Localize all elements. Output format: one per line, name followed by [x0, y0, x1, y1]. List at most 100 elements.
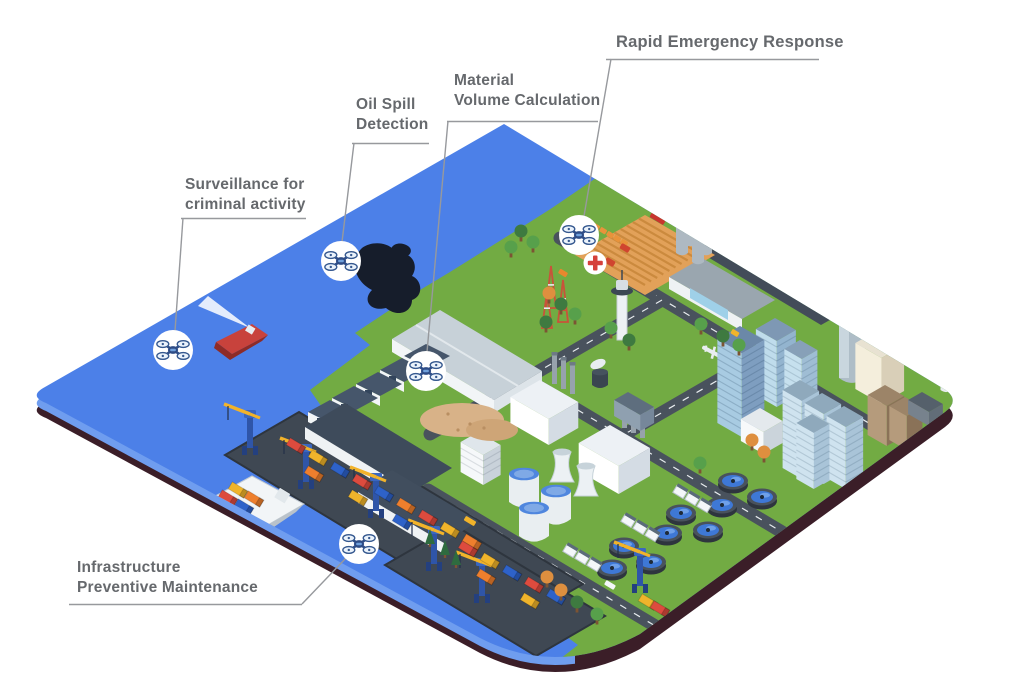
cooling-tower [549, 448, 575, 483]
label-line: Infrastructure [77, 559, 181, 576]
pine-tree [440, 540, 450, 558]
leader-line [174, 217, 184, 332]
shipping-container [227, 481, 249, 499]
airplane [702, 345, 722, 360]
vehicle [730, 329, 740, 337]
tree [554, 297, 568, 315]
drone-badge-material-volume [406, 351, 446, 391]
pump-house [644, 526, 661, 543]
treatment-tank [693, 521, 723, 543]
port-crane [407, 518, 445, 571]
ship-cabin [274, 487, 291, 504]
tree [504, 240, 518, 258]
vehicle [558, 268, 568, 278]
leader-line [426, 120, 449, 353]
tree [732, 338, 746, 356]
searchlight-beam [198, 296, 250, 328]
warehouse-low [908, 392, 943, 426]
storage-tank [509, 467, 539, 508]
label-line: Material [454, 72, 515, 89]
shipping-container [303, 465, 325, 483]
shipping-container [439, 521, 461, 539]
port-crane [349, 465, 387, 518]
drone-badge-oil-spill [321, 241, 361, 281]
treatment-tank [597, 559, 627, 581]
tree [539, 315, 553, 333]
silo [928, 335, 940, 381]
tree [745, 433, 759, 451]
blue-warehouse [614, 392, 655, 431]
hay-bale [613, 235, 622, 243]
drone-badge-surveillance [153, 330, 193, 370]
label-line: Detection [356, 116, 429, 133]
shipping-container [395, 497, 417, 515]
shipping-container [457, 540, 479, 558]
patrol-ship [198, 296, 268, 360]
silo [952, 359, 953, 405]
shipping-container [307, 449, 329, 467]
airplane [770, 233, 790, 248]
tank [592, 368, 608, 388]
tree [554, 583, 568, 601]
label-infrastructure: Infrastructure Preventive Maintenance [77, 558, 258, 598]
shipping-container [243, 490, 265, 508]
vehicle [463, 516, 477, 526]
hangar [669, 258, 775, 331]
tree [514, 224, 528, 242]
storage-tank [519, 501, 549, 542]
pump-house [586, 556, 603, 573]
label-line: Surveillance for [185, 176, 305, 193]
cooling-tower [573, 462, 599, 497]
hay-bale [620, 239, 629, 247]
shipping-container [347, 489, 369, 507]
office-tower [717, 326, 765, 437]
treatment-tank [707, 496, 737, 518]
pump-house [620, 512, 637, 529]
treatment-tank [636, 553, 666, 575]
label-oil-spill: Oil Spill Detection [356, 95, 428, 135]
vehicle [604, 580, 616, 590]
leader-line [301, 557, 347, 605]
port-crane [223, 402, 261, 455]
shipping-container [649, 600, 671, 618]
label-material-volume: Material Volume Calculation [454, 71, 600, 111]
tree [693, 456, 707, 474]
shipping-container [523, 576, 545, 594]
shipping-container [475, 568, 497, 586]
pump-house [632, 519, 649, 536]
leader-line [583, 58, 612, 217]
label-surveillance: Surveillance for criminal activity [185, 175, 306, 215]
shipping-container [329, 461, 351, 479]
hay-bale [606, 231, 615, 239]
shipping-container [285, 437, 307, 455]
tree [542, 286, 556, 304]
pine-tree [425, 529, 435, 547]
tree [568, 307, 582, 325]
port-crane [455, 550, 493, 603]
glass-tower [796, 414, 830, 489]
shipping-container [479, 552, 501, 570]
shipping-container [417, 509, 439, 527]
tree [716, 329, 730, 347]
pump-house [574, 549, 591, 566]
medical-cross-badge [583, 251, 607, 275]
shipping-container [461, 533, 483, 551]
hay-bale [599, 227, 608, 235]
silo [676, 222, 688, 256]
airplane [742, 250, 762, 265]
sand-piles [420, 403, 518, 441]
shipping-container [501, 564, 523, 582]
oil-spill [354, 243, 421, 314]
satellite-dish [590, 358, 608, 388]
shipping-container [373, 485, 395, 503]
tree [570, 595, 584, 613]
label-rapid-emergency: Rapid Emergency Response [616, 32, 844, 52]
tree [757, 445, 771, 463]
factory [578, 425, 651, 494]
label-line: criminal activity [185, 196, 306, 213]
tractor [619, 243, 631, 253]
pump-house [672, 483, 689, 500]
pump-house [684, 490, 701, 507]
pine-tree [451, 550, 461, 568]
control-tower [611, 270, 633, 341]
